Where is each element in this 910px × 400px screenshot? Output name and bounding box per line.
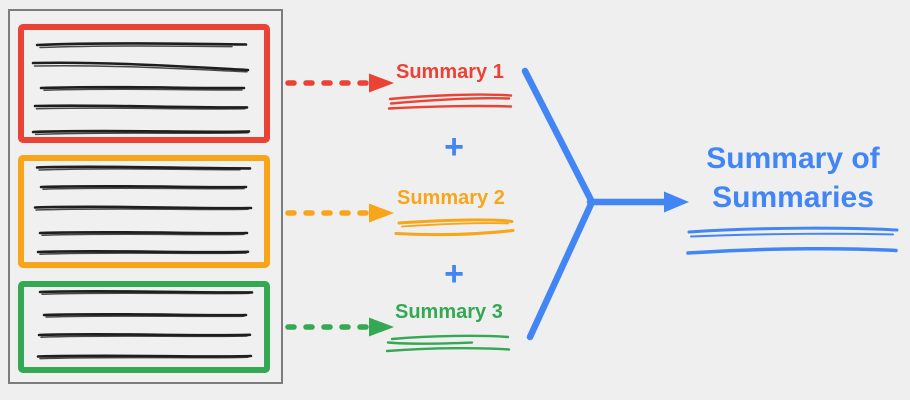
plus-operator-2: + xyxy=(444,255,464,293)
summary-3-scribble-icon xyxy=(385,334,511,353)
green-dashed-arrow-icon xyxy=(285,317,394,337)
summary-1-label: Summary 1 xyxy=(396,61,504,83)
merge-arrow-icon xyxy=(521,67,689,341)
summary-1-scribble-icon xyxy=(387,93,513,110)
chunk-box-2 xyxy=(18,155,270,268)
summary-2-label: Summary 2 xyxy=(397,187,505,209)
chunk-box-1 xyxy=(18,24,270,143)
summary-2-scribble-icon xyxy=(394,218,515,237)
result-label: Summary of Summaries xyxy=(706,142,880,214)
chunk-box-3 xyxy=(18,281,270,373)
orange-dashed-arrow-icon xyxy=(285,203,394,223)
result-scribble-icon xyxy=(686,226,899,255)
summary-3-label: Summary 3 xyxy=(395,301,503,323)
plus-operator-1: + xyxy=(444,128,464,166)
red-dashed-arrow-icon xyxy=(285,73,394,93)
